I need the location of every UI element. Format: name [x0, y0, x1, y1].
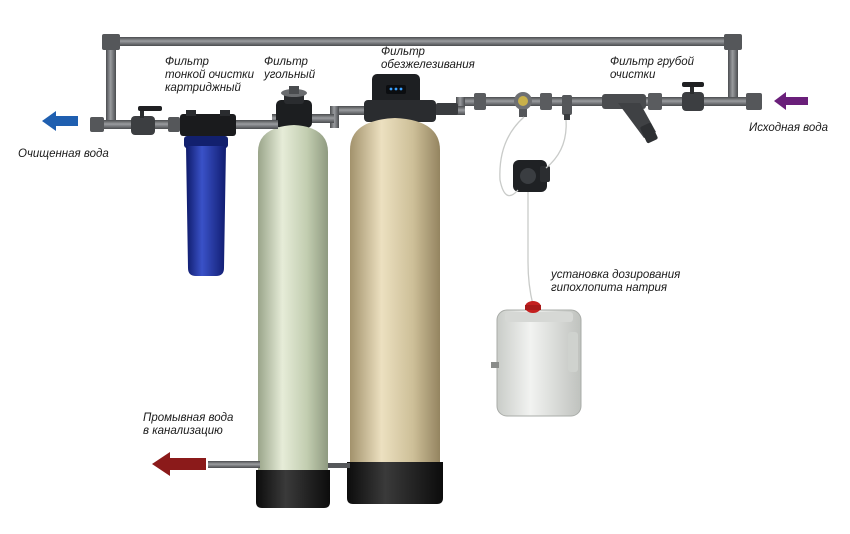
- injection-point: [562, 95, 572, 120]
- source-water-label: Исходная вода: [749, 122, 829, 134]
- inlet-valve: [682, 82, 704, 111]
- iron-filter-control-valve: [364, 74, 458, 122]
- iron-filter-label: Фильтр обезжелезивания: [381, 46, 475, 71]
- clean-water-label: Очищенная вода: [18, 148, 109, 160]
- bypass-pipe: [102, 34, 742, 127]
- carbon-filter-label: Фильтр угольный: [264, 56, 316, 81]
- reagent-canister: [491, 301, 582, 417]
- dosing-tubes: [499, 116, 567, 306]
- outlet-valve: [131, 106, 162, 135]
- source-water-arrow: [774, 92, 808, 110]
- drain-water-arrow: [152, 452, 206, 476]
- clean-water-arrow: [42, 111, 78, 131]
- coarse-filter: [602, 94, 658, 144]
- carbon-filter-tank: [256, 125, 330, 508]
- coarse-filter-label: Фильтр грубой очистки: [610, 56, 695, 81]
- carbon-filter-head: [272, 86, 334, 128]
- drain-pipe: [208, 461, 350, 468]
- cartridge-filter: [180, 110, 236, 276]
- iron-filter-tank: [347, 118, 443, 504]
- dosing-unit-label: установка дозирования гипохлопита натрия: [551, 269, 681, 294]
- fine-filter-label: Фильтр тонкой очистки картриджный: [165, 56, 254, 94]
- dosing-pump: [513, 160, 550, 192]
- backwash-label: Промывная вода в канализацию: [143, 412, 234, 437]
- flow-meter: [514, 92, 532, 117]
